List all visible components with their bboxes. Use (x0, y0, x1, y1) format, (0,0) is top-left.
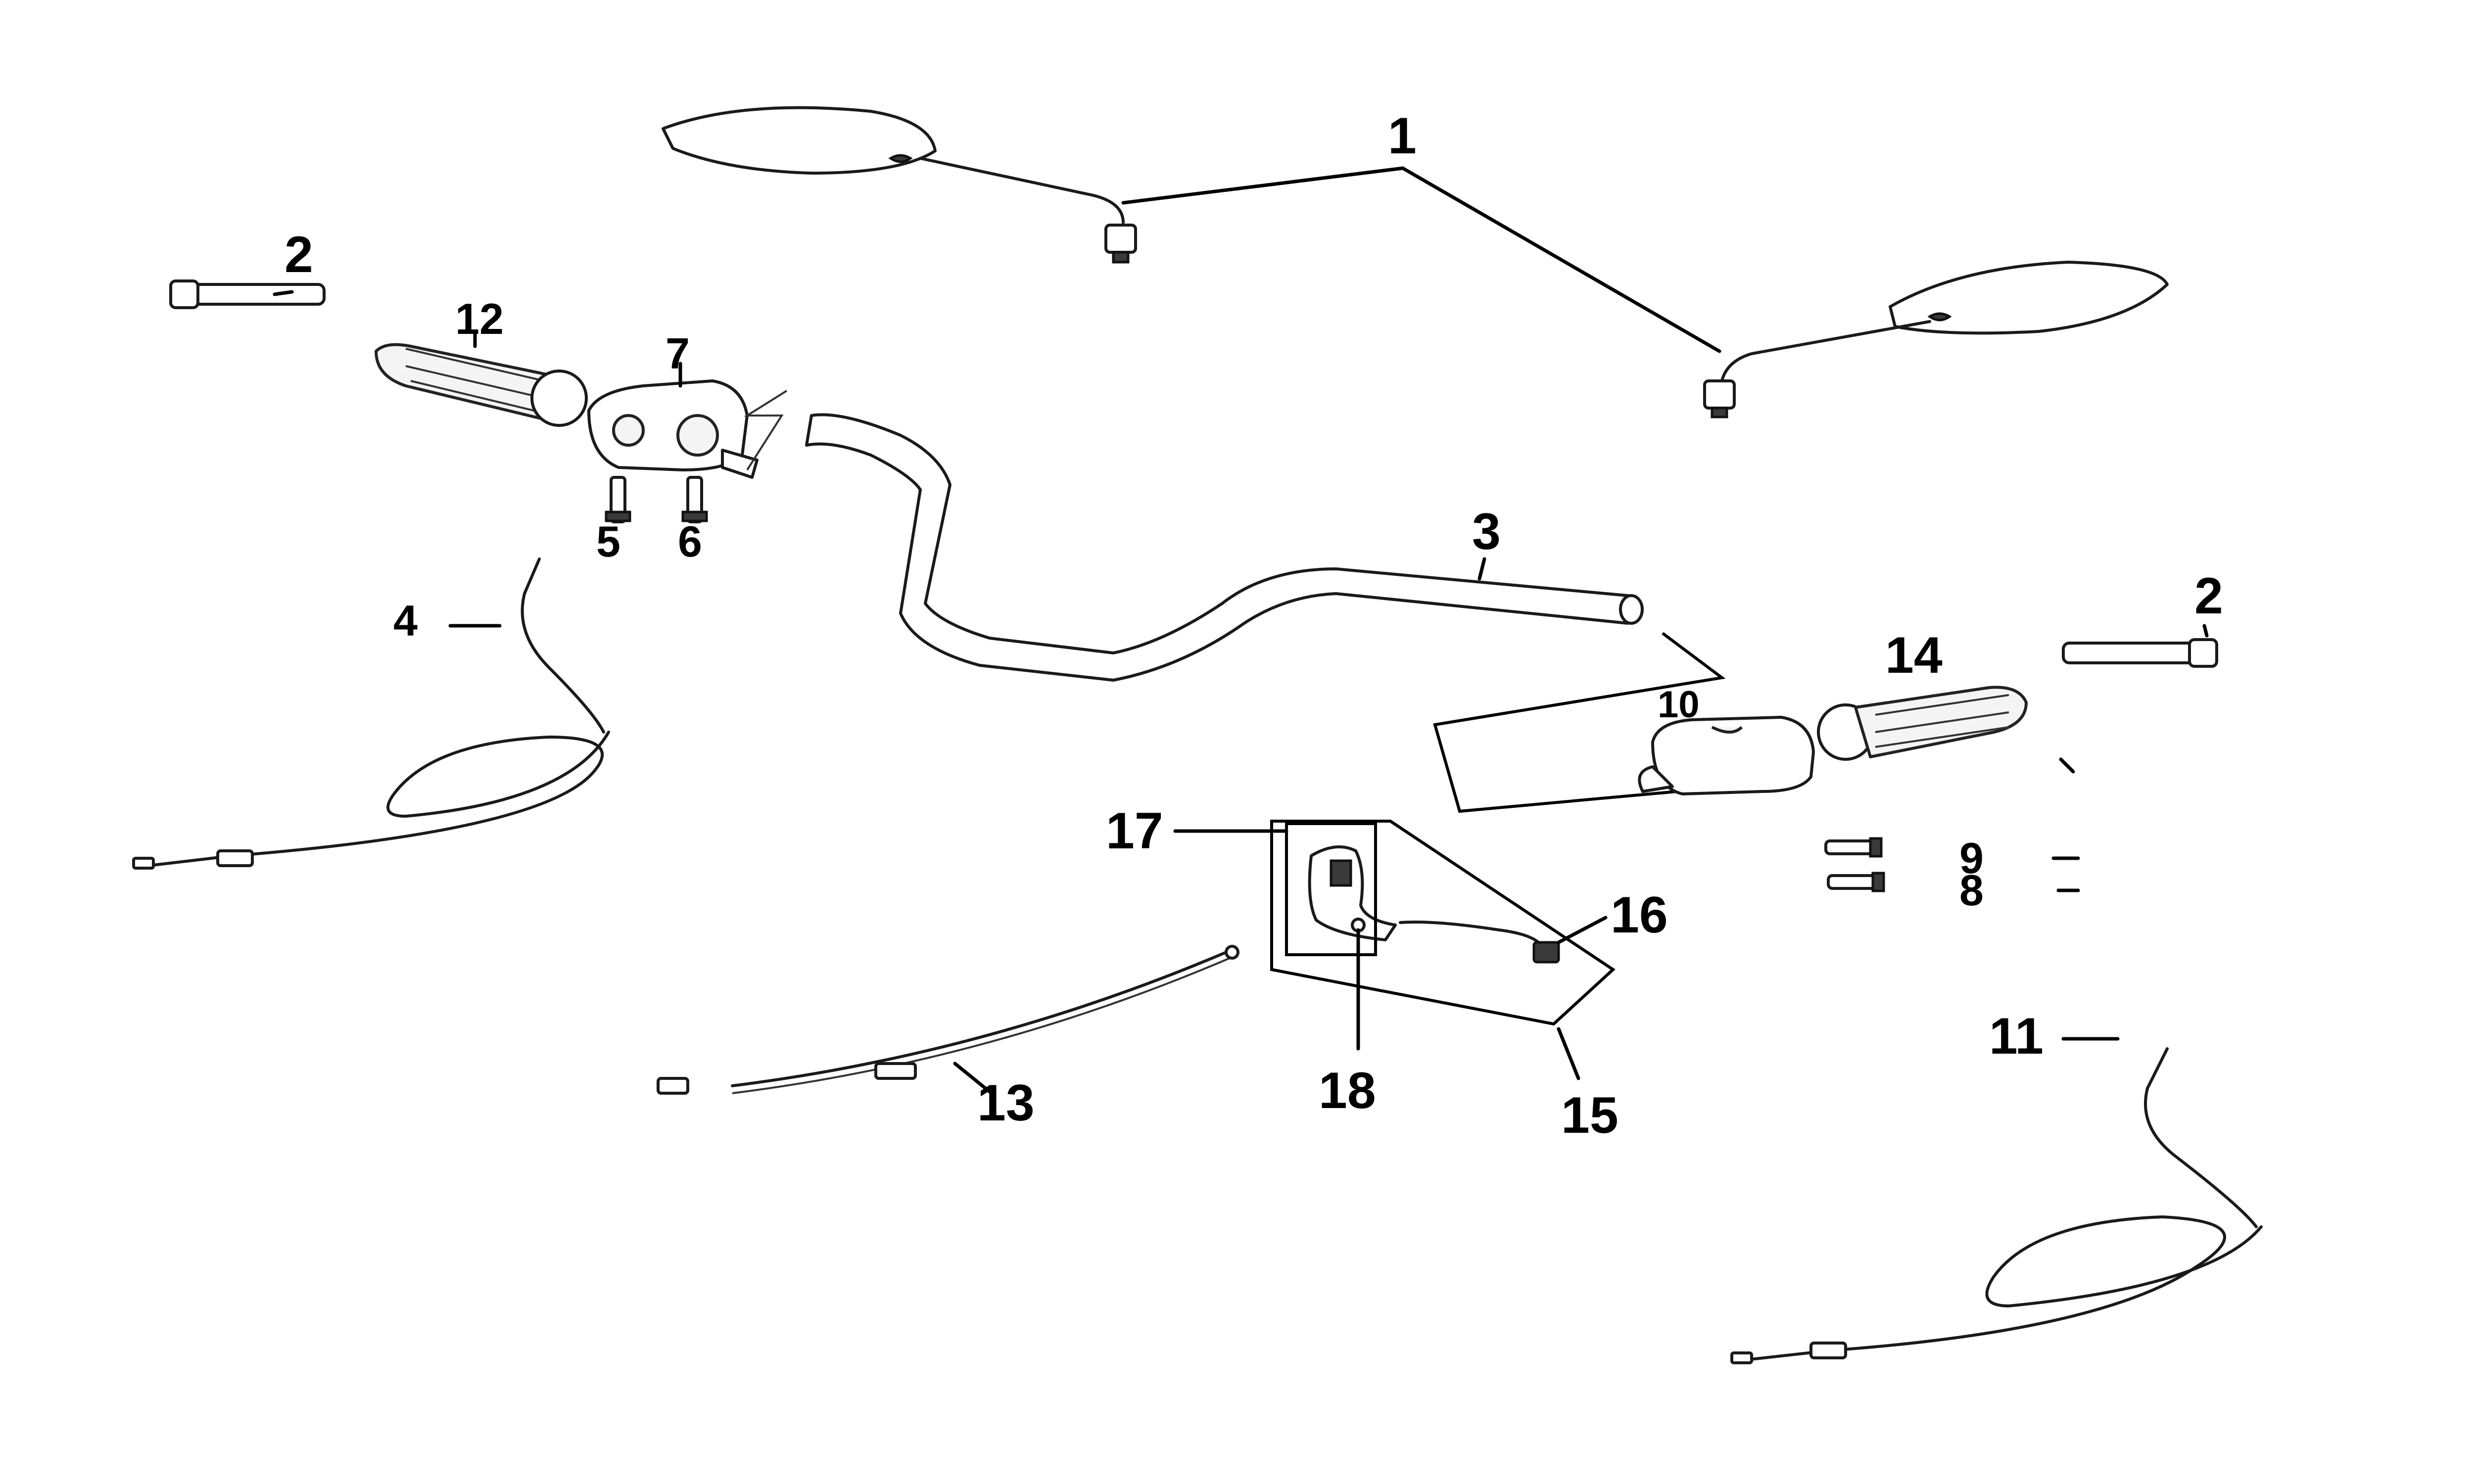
callout-2-right: 2 (2194, 567, 2223, 625)
callout-16: 16 (1611, 886, 1668, 944)
callout-18: 18 (1319, 1062, 1376, 1119)
brake-switch-frame (1285, 822, 1377, 956)
callout-7: 7 (666, 329, 690, 378)
brake-lever-assembly (1270, 820, 1616, 1026)
callout-8: 8 (1959, 866, 1984, 915)
cable-13 (657, 945, 1239, 1095)
callout-15: 15 (1561, 1087, 1618, 1144)
leader-lines (273, 166, 2209, 1098)
cable-4 (132, 557, 610, 870)
callout-1: 1 (1388, 107, 1417, 165)
left-switch-housing (587, 379, 759, 479)
screw-9 (1824, 837, 1883, 858)
callout-4: 4 (393, 596, 418, 645)
left-mirror (662, 106, 1137, 264)
callout-12: 12 (455, 294, 504, 343)
screw-8 (1827, 872, 1885, 892)
screw-5 (605, 476, 631, 523)
left-grip (375, 343, 588, 427)
callout-17: 17 (1106, 802, 1163, 860)
callout-14: 14 (1885, 627, 1943, 684)
callout-2-left: 2 (285, 226, 313, 283)
bar-section-outline (1433, 632, 1726, 813)
callout-13: 13 (977, 1074, 1035, 1132)
callout-10: 10 (1658, 684, 1700, 726)
callout-5: 5 (596, 517, 620, 566)
callout-6: 6 (678, 517, 702, 566)
handlebar (744, 390, 1644, 682)
throttle-housing (1638, 716, 1815, 795)
screw-6 (681, 476, 708, 523)
callout-3: 3 (1472, 503, 1501, 560)
right-bar-end-weight (2062, 638, 2218, 668)
left-bar-end-weight (169, 279, 326, 309)
callout-9: 9 (1959, 834, 1984, 882)
right-grip (1817, 686, 2028, 761)
callout-11: 11 (1989, 1008, 2044, 1065)
right-mirror (1703, 261, 2169, 418)
cable-11 (1730, 1047, 2263, 1364)
